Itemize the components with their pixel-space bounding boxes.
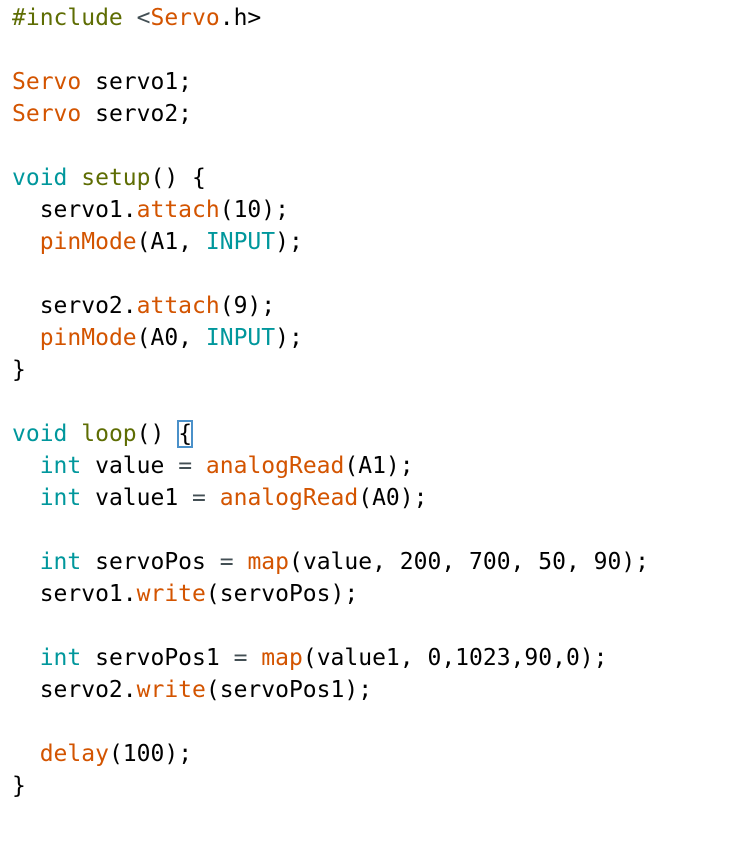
code-token: servoPos (81, 549, 220, 575)
code-line[interactable]: int value = analogRead(A1); (12, 450, 649, 482)
code-token: .h> (219, 5, 262, 31)
code-line[interactable]: pinMode(A0, INPUT); (12, 322, 649, 354)
code-token (12, 645, 40, 671)
code-token: = (192, 485, 206, 511)
code-token: map (247, 549, 289, 575)
code-token: (value, 200, 700, 50, 90); (289, 549, 650, 575)
code-line[interactable] (12, 706, 649, 738)
code-token: int (39, 453, 82, 479)
code-line[interactable] (12, 514, 649, 546)
code-token: (servoPos1); (205, 677, 373, 703)
code-line[interactable]: #include <Servo.h> (12, 2, 649, 34)
code-token: int (39, 645, 82, 671)
code-token (234, 549, 248, 575)
code-line[interactable] (12, 34, 649, 66)
code-token: int (39, 549, 82, 575)
code-token: (100); (108, 741, 193, 767)
code-token: value (81, 453, 179, 479)
code-token: (A1, (136, 229, 206, 255)
code-token: servo2. (12, 677, 137, 703)
code-token: servo1. (12, 197, 137, 223)
code-token: servo1. (12, 581, 137, 607)
code-token: void (12, 165, 68, 191)
code-token: Servo (150, 5, 220, 31)
code-token: servo1; (81, 69, 193, 95)
code-token (12, 229, 40, 255)
code-token: = (219, 549, 234, 575)
code-token (12, 453, 40, 479)
code-token: servo2. (12, 293, 137, 319)
code-token: attach (136, 293, 220, 319)
code-token: ); (275, 325, 303, 351)
code-token: (A0, (136, 325, 206, 351)
code-token: (A0); (358, 485, 428, 511)
code-text-area[interactable]: #include <Servo.h> Servo servo1;Servo se… (12, 2, 649, 802)
code-token: delay (39, 741, 109, 767)
code-line[interactable]: } (12, 770, 649, 802)
code-token: analogRead (219, 485, 359, 511)
code-token: = (178, 453, 193, 479)
code-token (12, 485, 40, 511)
code-line[interactable]: int servoPos1 = map(value1, 0,1023,90,0)… (12, 642, 649, 674)
code-token (247, 645, 261, 671)
code-line[interactable]: int servoPos = map(value, 200, 700, 50, … (12, 546, 649, 578)
code-token: ); (275, 229, 303, 255)
code-token: attach (136, 197, 220, 223)
code-token: = (233, 645, 248, 671)
code-line[interactable]: servo1.write(servoPos); (12, 578, 649, 610)
code-token: void (12, 421, 68, 447)
code-token: (10); (219, 197, 289, 223)
code-token: } (12, 773, 26, 799)
code-line[interactable]: pinMode(A1, INPUT); (12, 226, 649, 258)
code-token: loop (81, 421, 137, 447)
code-token: servo2; (81, 101, 193, 127)
code-token: write (136, 677, 206, 703)
code-token (67, 421, 81, 447)
code-token: pinMode (39, 229, 137, 255)
code-token: #include (12, 5, 137, 31)
code-token: INPUT (205, 229, 276, 255)
code-token: pinMode (39, 325, 137, 351)
code-token: int (39, 485, 82, 511)
code-line[interactable]: delay(100); (12, 738, 649, 770)
code-token (206, 485, 220, 511)
code-line[interactable] (12, 386, 649, 418)
code-token (12, 549, 40, 575)
code-token: (value1, 0,1023,90,0); (302, 645, 608, 671)
code-token: servoPos1 (81, 645, 234, 671)
code-token: INPUT (205, 325, 276, 351)
code-token: write (136, 581, 206, 607)
code-line[interactable]: int value1 = analogRead(A0); (12, 482, 649, 514)
code-line[interactable] (12, 130, 649, 162)
code-line[interactable]: } (12, 354, 649, 386)
code-token: () { (150, 165, 206, 191)
code-line[interactable]: servo2.attach(9); (12, 290, 649, 322)
code-line[interactable]: Servo servo2; (12, 98, 649, 130)
code-token: Servo (12, 101, 82, 127)
code-token: (9); (219, 293, 276, 319)
code-token: } (12, 357, 26, 383)
code-token: setup (81, 165, 151, 191)
code-token (12, 325, 40, 351)
code-token: map (261, 645, 303, 671)
code-token (67, 165, 81, 191)
code-token: (servoPos); (205, 581, 359, 607)
code-line[interactable]: servo2.write(servoPos1); (12, 674, 649, 706)
code-line[interactable]: Servo servo1; (12, 66, 649, 98)
code-line[interactable]: void loop() { (12, 418, 649, 450)
code-token: analogRead (205, 453, 345, 479)
code-token: value1 (81, 485, 193, 511)
code-token: < (136, 5, 151, 31)
matching-brace-highlight: { (177, 420, 194, 448)
code-token: () (136, 421, 179, 447)
code-line[interactable]: servo1.attach(10); (12, 194, 649, 226)
code-line[interactable] (12, 258, 649, 290)
code-token: Servo (12, 69, 82, 95)
code-token (192, 453, 206, 479)
code-line[interactable]: void setup() { (12, 162, 649, 194)
code-token: (A1); (344, 453, 414, 479)
code-line[interactable] (12, 610, 649, 642)
code-token (12, 741, 40, 767)
